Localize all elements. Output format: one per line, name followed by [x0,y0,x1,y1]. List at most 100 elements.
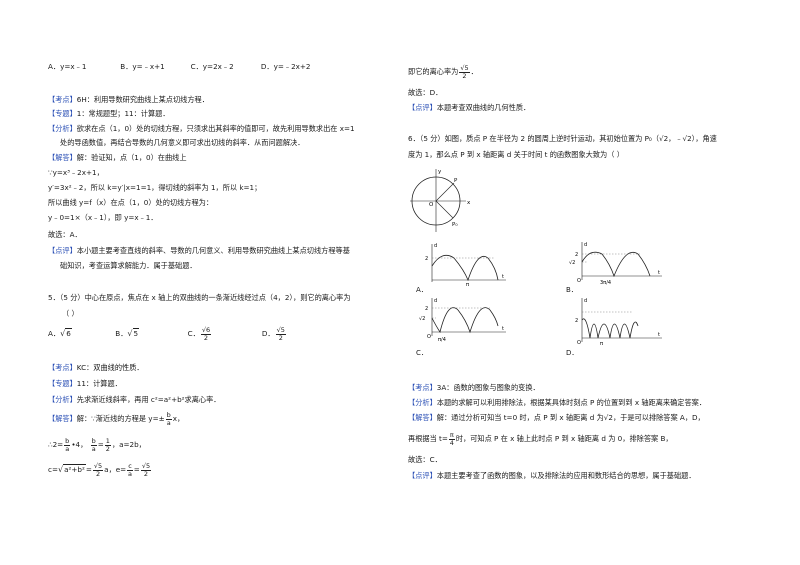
q5-jieda-2a: ∴2= [48,440,64,449]
q4-dianping: 【点评】本小题主要考查直线的斜率、导数的几何意义、利用导数研究曲线上某点切线方程… [48,246,350,255]
q5-jieda-3b: a²+b² [63,464,86,474]
q4-answer: 故选：A． [48,230,82,239]
graph-d-curve [581,318,639,339]
graph-c-label-2: 2 [425,306,428,312]
q5-option-a-value: 6 [65,328,72,338]
graph-b-label-t: t [658,270,660,276]
graph-c-label-pi4: π/4 [438,337,446,343]
frac-num: √5 [92,461,104,471]
graph-a-label-pi: π [466,282,469,286]
jieda-tag: 【解答】 [48,153,77,162]
frac-den: 4 [449,438,454,447]
radius-p [435,182,455,202]
graph-c-label-sqrt2: √2 [419,316,425,322]
frac-den: a [166,418,171,427]
q6-jieda-2a: 再根据当 t= [408,434,448,443]
fenxi-tag: 【分析】 [48,124,77,133]
graph-b-option-label: B． [566,286,578,294]
graph-d-option-label: D． [566,349,579,357]
graph-d: d 2 O π t [575,298,662,347]
q5-jieda-2c: = [97,440,104,449]
q5-option-c-den: 2 [203,333,209,342]
circle-label-y: y [438,169,442,175]
graph-a-label-2: 2 [425,256,428,262]
q6-stem-1: 6．（5 分）如图，质点 P 在半径为 2 的圆周上逆时针运动，其初始位置为 P… [408,134,717,143]
fenxi-tag: 【分析】 [408,398,437,407]
q4-jieda: 【解答】解：验证知，点（1，0）在曲线上 [48,153,187,162]
graph-d-label-pi: π [600,341,603,347]
q5-kaodian: 【考点】KC：双曲线的性质． [48,363,144,372]
frac-den: a [65,444,70,453]
q5-option-d-label: D． [261,329,275,338]
q4-option-b: B．y=﹣x+1 [120,62,165,71]
q4-option-c: C．y=2x﹣2 [190,62,234,71]
q4-kaodian-text: 6H：利用导数研究曲线上某点切线方程． [76,95,209,104]
graph-c-option-label: C． [416,349,428,357]
zhuanti-tag: 【专题】 [48,109,77,118]
frac-num: √5 [459,63,470,73]
frac-den: 2 [462,71,467,80]
dianping-tag: 【点评】 [408,103,437,112]
graph-d-label-2: 2 [575,318,578,324]
frac-den: a [128,469,132,478]
q4-option-d: D．y=﹣2x+2 [260,62,311,71]
dianping-tag: 【点评】 [408,471,437,480]
frac-num: √5 [140,461,152,471]
q5-cont-end: ． [470,67,478,76]
graph-c-label-t: t [502,326,504,332]
graph-d-label-o: O [577,340,581,346]
graph-a-label-d: d [434,243,437,249]
q5-jieda-3a: c= [48,465,58,474]
q4-fenxi-text-1: 欲求在点（1，0）处的切线方程，只须求出其斜率的值即可，故先利用导数求出在 x=… [76,124,355,133]
q6-answer: 故选：C． [408,455,442,464]
q5-dianping-text: 本题考查双曲线的几何性质． [436,103,531,112]
graph-b-label-2: 2 [575,252,578,258]
q5-dianping: 【点评】本题考查双曲线的几何性质． [408,103,530,112]
q6-jieda-text-1: 解：通过分析可知当 t=0 时，点 P 到 x 轴距离 d 为√2，于是可以排除… [436,413,705,422]
q4-kaodian: 【考点】6H：利用导数研究曲线上某点切线方程． [48,95,209,104]
q5-kaodian-text: KC：双曲线的性质． [76,363,144,372]
kaodian-tag: 【考点】 [48,363,77,372]
circle-figure: y x O P P₀ [410,169,471,232]
q6-dianping: 【点评】本题主要考查了函数的图象，以及排除法的应用和数形结合的思想，属于基础题． [408,471,696,480]
q5-jieda-2b: •4， [71,440,88,449]
frac-num: π [448,430,455,440]
q4-dianping-text-2: 础知识，考查运算求解能力．属于基础题． [60,261,197,270]
q4-jieda-text-1: 解：验证知，点（1，0）在曲线上 [76,153,187,162]
jieda-tag: 【解答】 [408,413,437,422]
graph-b-label-sqrt2: √2 [569,260,575,266]
frac-den: 2 [95,469,101,478]
frac-num: c [127,461,133,471]
q4-jieda-text-5: y﹣0=1×（x﹣1），即 y=x﹣1． [48,213,158,222]
frac-num: b [64,436,71,446]
q4-options: A．y=x﹣1 B．y=﹣x+1 C．y=2x﹣2 D．y=﹣2x+2 [48,62,311,71]
q5-jieda-3c: = [85,465,92,474]
graph-a: d 2 π t [425,243,506,286]
graph-a-label-t: t [502,274,504,280]
frac-den: a [91,444,96,453]
q5-option-b-label: B． [115,329,128,338]
graph-c: d 2 √2 O π/4 t [419,298,506,343]
q5-option-a-label: A． [48,329,61,338]
graph-a-option-label: A． [416,286,428,294]
q5-stem-2: （ ） [62,309,79,318]
circle-label-p: P [454,178,458,184]
q5-zhuanti-text: 11：计算题． [76,379,122,388]
q5-jieda-text-1-end: x， [172,414,185,423]
q5-jieda-text-1: 解：∵渐近线的方程是 y=± [76,414,165,423]
q4-jieda-text-4: 所以曲线 y=f（x）在点（1，0）处的切线方程为： [48,198,214,207]
graph-b-curve [581,251,651,278]
q6-jieda: 【解答】解：通过分析可知当 t=0 时，点 P 到 x 轴距离 d 为√2，于是… [408,413,705,422]
graph-b-label-3pi4: 3π/4 [600,280,611,286]
graph-d-label-d: d [584,298,587,304]
circle-label-x: x [467,200,471,206]
q5-option-c-num: √6 [200,325,212,335]
frac-num: b [165,410,172,420]
